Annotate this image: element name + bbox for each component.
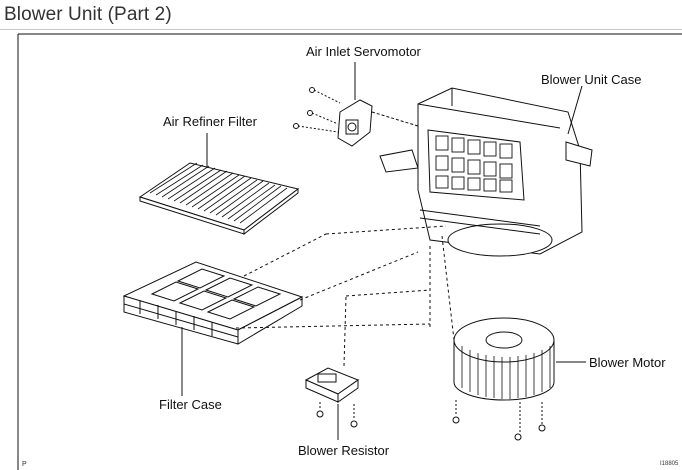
blower-motor-drawing [452, 317, 586, 441]
air-refiner-filter-drawing [138, 133, 300, 236]
label-filter-case: Filter Case [159, 397, 222, 412]
figure-frame [17, 33, 682, 470]
figure-code: I18805 [660, 461, 679, 467]
corner-mark: P [22, 461, 27, 468]
motor-screws [452, 400, 546, 441]
label-air-refiner-filter: Air Refiner Filter [163, 114, 257, 129]
page-title: Blower Unit (Part 2) [4, 4, 172, 25]
label-air-inlet-servomotor: Air Inlet Servomotor [306, 44, 421, 59]
air-inlet-servomotor-drawing [293, 62, 419, 147]
blower-unit-case-drawing [379, 85, 593, 257]
assembly-leader-lines [235, 225, 455, 367]
blower-resistor-drawing [304, 367, 360, 440]
label-blower-motor: Blower Motor [589, 355, 666, 370]
filter-case-drawing [122, 261, 304, 396]
title-divider [0, 29, 682, 30]
label-blower-resistor: Blower Resistor [298, 443, 390, 458]
label-blower-unit-case: Blower Unit Case [541, 72, 642, 87]
